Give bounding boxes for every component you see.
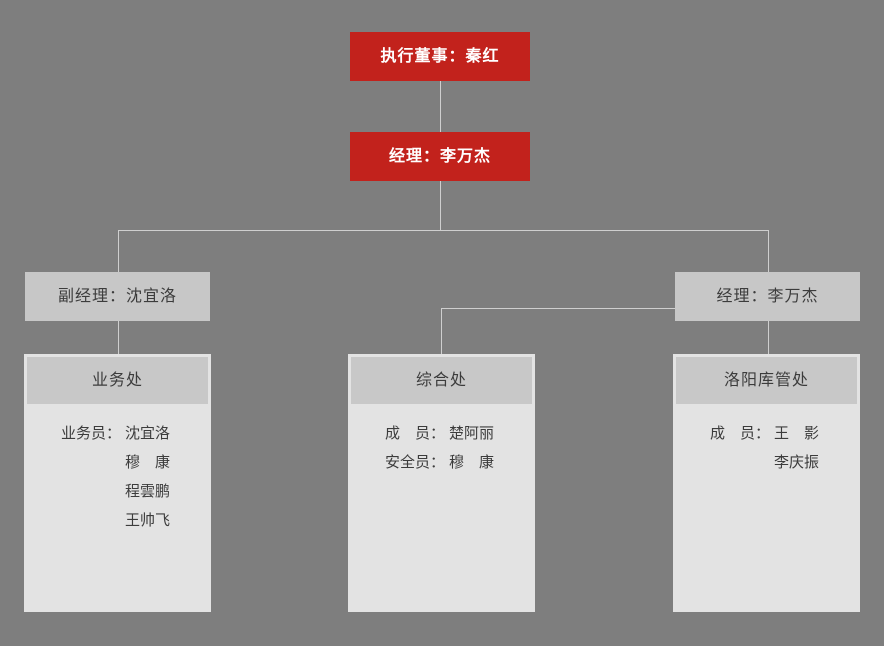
member-row: 安全员：穆 康 bbox=[351, 448, 532, 477]
connector-branch-to-manager2 bbox=[768, 230, 769, 272]
connector-branch-to-deputy bbox=[118, 230, 119, 272]
connector-exec-to-manager bbox=[440, 81, 441, 132]
dept-title-luoyang-warehouse: 洛阳库管处 bbox=[676, 357, 857, 404]
member-row: 李庆振 bbox=[676, 448, 857, 477]
member-role: 业务员： bbox=[61, 425, 122, 442]
member-name: 王帅飞 bbox=[125, 512, 171, 529]
member-row: 业务员：沈宜洛 bbox=[27, 419, 208, 448]
member-role: 安全员： bbox=[385, 454, 446, 471]
member-name: 沈宜洛 bbox=[125, 425, 171, 442]
member-name: 王 影 bbox=[774, 425, 820, 442]
member-name: 程雲鹏 bbox=[125, 483, 171, 500]
node-deputy-manager: 副经理：沈宜洛 bbox=[25, 272, 210, 321]
dept-box-luoyang-warehouse: 洛阳库管处 成 员：王 影 李庆振 bbox=[673, 354, 860, 612]
member-row: 王帅飞 bbox=[27, 506, 208, 535]
connector-manager2-to-warehouse bbox=[768, 321, 769, 354]
member-name: 穆 康 bbox=[125, 454, 171, 471]
member-name: 李庆振 bbox=[774, 454, 820, 471]
member-row: 程雲鹏 bbox=[27, 477, 208, 506]
connector-to-general-vertical bbox=[441, 308, 442, 354]
member-row: 穆 康 bbox=[27, 448, 208, 477]
dept-member-list: 业务员：沈宜洛 穆 康 程雲鹏 王帅飞 bbox=[27, 404, 208, 535]
node-manager-right: 经理：李万杰 bbox=[675, 272, 860, 321]
dept-box-business: 业务处 业务员：沈宜洛 穆 康 程雲鹏 王帅飞 bbox=[24, 354, 211, 612]
connector-manager2-to-general-horizontal bbox=[441, 308, 675, 309]
member-row: 成 员：楚阿丽 bbox=[351, 419, 532, 448]
member-name: 楚阿丽 bbox=[449, 425, 495, 442]
dept-title-business: 业务处 bbox=[27, 357, 208, 404]
member-role: 成 员： bbox=[385, 425, 446, 442]
dept-title-general: 综合处 bbox=[351, 357, 532, 404]
node-manager: 经理：李万杰 bbox=[350, 132, 530, 181]
dept-member-list: 成 员：楚阿丽 安全员：穆 康 bbox=[351, 404, 532, 477]
dept-box-general: 综合处 成 员：楚阿丽 安全员：穆 康 bbox=[348, 354, 535, 612]
dept-member-list: 成 员：王 影 李庆振 bbox=[676, 404, 857, 477]
connector-manager-to-branch bbox=[440, 181, 441, 230]
connector-deputy-to-business bbox=[118, 321, 119, 354]
member-row: 成 员：王 影 bbox=[676, 419, 857, 448]
member-name: 穆 康 bbox=[449, 454, 495, 471]
node-executive-director: 执行董事：秦红 bbox=[350, 32, 530, 81]
member-role: 成 员： bbox=[710, 425, 771, 442]
connector-branch-horizontal bbox=[118, 230, 768, 231]
